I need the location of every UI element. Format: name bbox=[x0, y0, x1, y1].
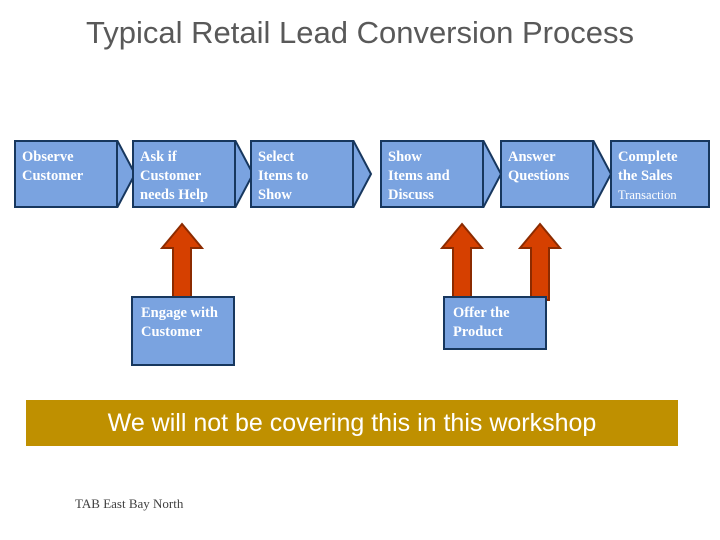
process-step-6-line2: the Sales bbox=[618, 168, 673, 184]
sub-box-engage-line1: Engage bbox=[141, 305, 187, 321]
process-step-4-line1: Show bbox=[388, 149, 422, 165]
process-step-4-line2: Items and bbox=[388, 168, 450, 184]
process-step-3[interactable]: Select Items to Show bbox=[250, 140, 354, 208]
process-step-6[interactable]: Complete the Sales Transaction bbox=[610, 140, 710, 208]
process-step-6-line3: Transaction bbox=[618, 188, 677, 202]
process-step-4[interactable]: Show Items and Discuss bbox=[380, 140, 484, 208]
process-step-2-line3: needs Help bbox=[140, 187, 209, 203]
sub-box-offer-line1: Offer the bbox=[453, 305, 510, 321]
process-step-4-line3: Discuss bbox=[388, 187, 434, 203]
process-step-1-line1: Observe bbox=[22, 149, 74, 165]
process-step-2-line1: Ask if bbox=[140, 149, 177, 165]
footer-text: TAB East Bay North bbox=[75, 496, 184, 511]
sub-box-engage-line2: with bbox=[190, 305, 218, 321]
banner-note: We will not be covering this in this wor… bbox=[26, 400, 678, 446]
chevron-right-icon-3 bbox=[353, 140, 373, 208]
up-arrow-icon-offer-right bbox=[518, 222, 562, 302]
process-step-1[interactable]: Observe Customer bbox=[14, 140, 118, 208]
sub-box-engage[interactable]: Engage with Customer bbox=[131, 296, 235, 366]
sub-box-offer[interactable]: Offer the Product bbox=[443, 296, 547, 350]
process-step-3-line2: Items to bbox=[258, 168, 309, 184]
process-step-3-line1: Select bbox=[258, 149, 295, 165]
sub-box-offer-line2: Product bbox=[453, 324, 503, 340]
process-step-5-line2: Questions bbox=[508, 168, 570, 184]
up-arrow-icon-offer-left bbox=[440, 222, 484, 302]
process-step-6-line1: Complete bbox=[618, 149, 678, 165]
page-title: Typical Retail Lead Conversion Process bbox=[86, 15, 634, 50]
process-step-2[interactable]: Ask if Customer needs Help bbox=[132, 140, 236, 208]
process-step-5[interactable]: Answer Questions bbox=[500, 140, 594, 208]
up-arrow-icon-engage bbox=[160, 222, 204, 302]
process-step-3-line3: Show bbox=[258, 187, 292, 203]
process-step-5-line1: Answer bbox=[508, 149, 556, 165]
process-step-1-line2: Customer bbox=[22, 168, 84, 184]
sub-box-engage-line3: Customer bbox=[141, 324, 203, 340]
process-step-2-line2: Customer bbox=[140, 168, 202, 184]
